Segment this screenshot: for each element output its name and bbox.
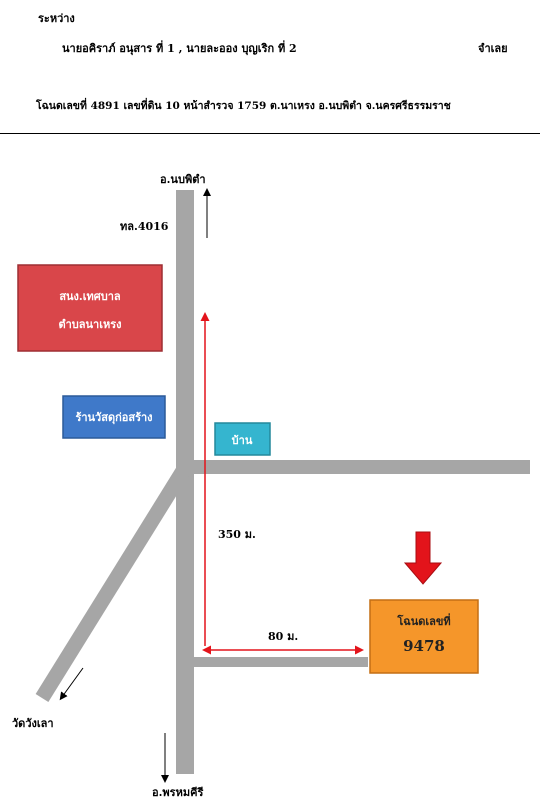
road-southwest	[35, 462, 193, 702]
plot-marker-arrow	[403, 531, 443, 585]
target-plot: โฉนดเลขที่ 9478	[369, 599, 479, 674]
plot-label-line2: 9478	[403, 637, 445, 655]
distance-horizontal-label: 80 ม.	[268, 630, 298, 643]
header-divider	[0, 133, 540, 134]
plot-label-line1: โฉนดเลขที่	[396, 613, 450, 628]
status-label: จำเลย	[478, 42, 508, 55]
distance-vertical-label: 350 ม.	[218, 528, 256, 541]
main-road-vertical	[176, 190, 194, 774]
north-destination-label: อ.นบพิตำ	[160, 173, 206, 186]
construction-shop: ร้านวัสดุก่อสร้าง	[62, 395, 166, 439]
municipality-office: สนง.เทศบาล ตำบลนาเหรง	[17, 264, 163, 352]
southwest-direction-arrow	[59, 667, 84, 701]
highway-label: ทล.4016	[120, 220, 169, 233]
parties-line: นายอคิราภ์ อนุสาร ที่ 1 , นายละออง บุญเร…	[62, 42, 297, 55]
side-road-east	[194, 460, 530, 474]
between-label: ระหว่าง	[38, 12, 75, 25]
construction-shop-label: ร้านวัสดุก่อสร้าง	[75, 411, 152, 425]
target-plot-box	[369, 599, 479, 674]
municipality-label-line2: ตำบลนาเหรง	[58, 318, 121, 331]
municipality-label-line1: สนง.เทศบาล	[59, 290, 121, 303]
south-destination-label: อ.พรหมคีรี	[152, 786, 203, 799]
house-box	[214, 422, 271, 456]
house-label: บ้าน	[232, 434, 253, 447]
construction-shop-box	[62, 395, 166, 439]
deed-info-line: โฉนดเลขที่ 4891 เลขที่ดิน 10 หน้าสำรวจ 1…	[36, 100, 451, 112]
access-road-to-plot	[194, 657, 368, 667]
house: บ้าน	[214, 422, 271, 456]
municipality-office-box	[17, 264, 163, 352]
southwest-destination-label: วัดวังเลา	[12, 717, 54, 730]
